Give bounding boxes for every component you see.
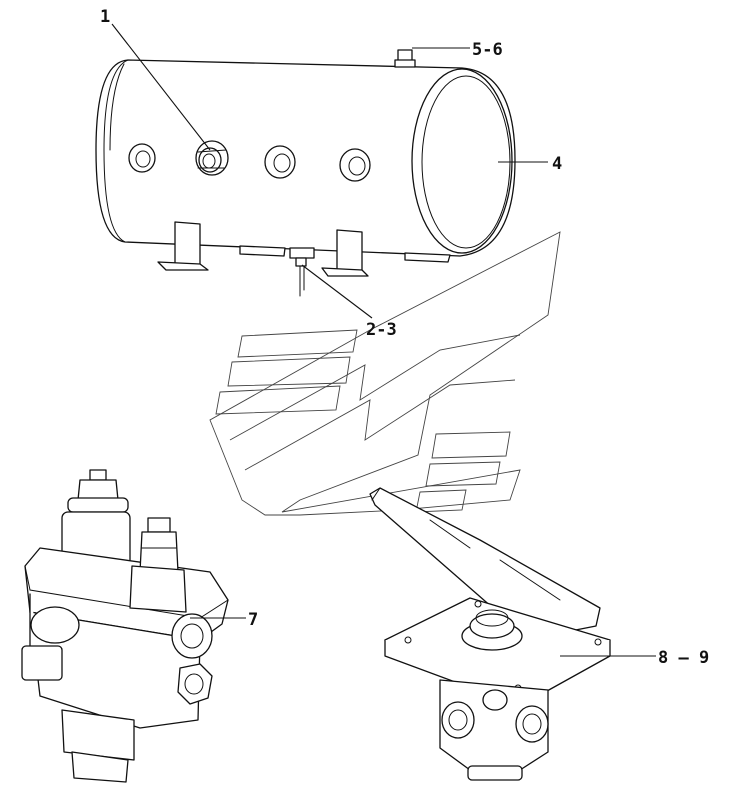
tank-drain-valve [289,247,315,297]
tank-strap [404,252,451,263]
tank-body [95,59,516,257]
leader-line-2-3 [301,264,373,319]
watermark-logo [209,231,561,516]
tank-strap [239,245,286,257]
tank-drain-plug [394,49,416,68]
tank-bracket [321,229,369,277]
callout-2-3: 2-3 [366,320,397,340]
tank-port [339,148,371,182]
tank-port [128,143,156,173]
callout-7: 7 [248,610,258,630]
tank-bracket [157,221,209,271]
air-tank [95,49,516,297]
callout-4: 4 [552,154,562,174]
tank-fitting [195,140,229,176]
leader-line-1 [111,23,211,151]
tank-port [264,145,296,179]
tank-end-cap [411,68,513,254]
foot-brake-valve [369,487,611,781]
relay-valve [21,469,229,783]
leader-lines [111,23,656,657]
callouts: 1 5-6 4 2-3 7 8 — 9 [100,7,709,668]
callout-8-9: 8 — 9 [658,648,709,668]
callout-5-6: 5-6 [472,40,503,60]
callout-1: 1 [100,7,110,27]
